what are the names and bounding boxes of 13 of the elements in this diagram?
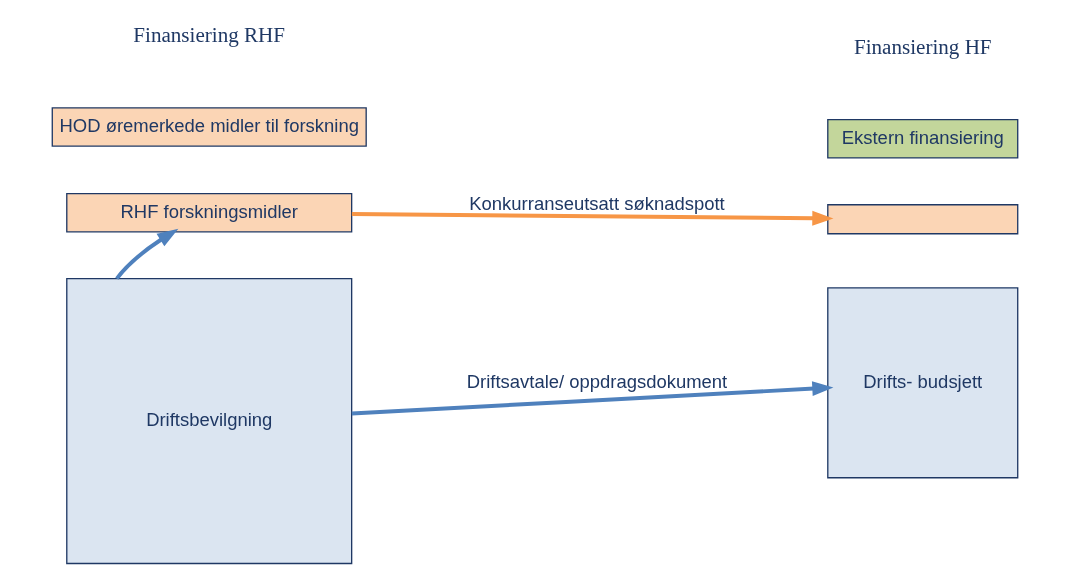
node-box: HOD øremerkede midler til forskning — [51, 107, 367, 147]
label: Finansiering RHF — [132, 23, 285, 48]
label: Finansiering HF — [853, 35, 992, 60]
node-box: Ekstern finansiering — [826, 119, 1018, 159]
arrow — [351, 381, 833, 416]
edge-label: Konkurranseutsatt søknadspott — [468, 193, 725, 215]
node-box: RHF forskningsmidler — [65, 192, 352, 233]
arrow — [114, 228, 178, 280]
node-box: Driftsbevilgning — [65, 277, 352, 565]
arrow — [351, 210, 833, 226]
node-bar — [826, 204, 1018, 235]
node-box: Drifts- budsjett — [826, 287, 1018, 479]
edge-label: Driftsavtale/ oppdragsdokument — [466, 371, 727, 393]
